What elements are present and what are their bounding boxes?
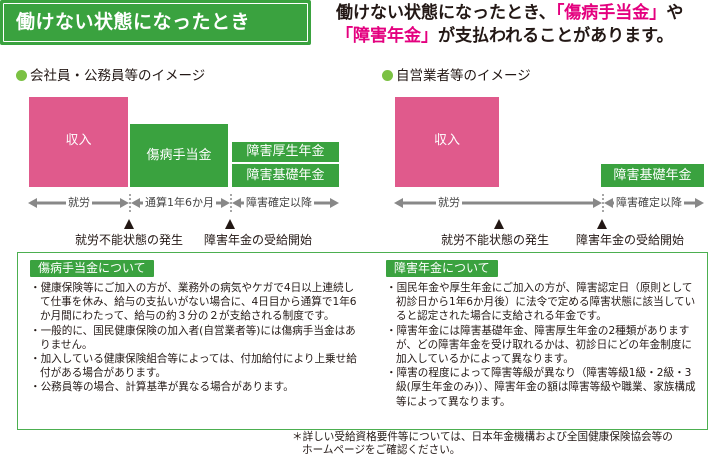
- headline: 働けない状態になったとき、「傷病手当金」や 「障害年金」が支払われることがありま…: [336, 2, 683, 48]
- info-left-bullet: ・健康保険等にご加入の方が、業務外の病気やケガで4日以上連続して仕事を休み、給与…: [30, 282, 357, 323]
- right-income-block: 収入: [395, 97, 499, 187]
- left-section-title-text: 会社員・公務員等のイメージ: [30, 68, 206, 84]
- right-event-2: 障害年金の受給開始: [576, 233, 685, 247]
- headline-red-1: 「傷病手当金」: [555, 3, 667, 23]
- left-pension-label-1: 障害厚生年金: [246, 144, 325, 159]
- headline-red-2: 「障害年金」: [336, 26, 438, 46]
- left-event-marker-1: [124, 219, 134, 229]
- left-seg-work: 就労: [66, 196, 92, 210]
- info-left-bullet: ・公務員等の場合、計算基準が異なる場合があります。: [30, 381, 294, 394]
- left-section-title: 会社員・公務員等のイメージ: [16, 67, 205, 85]
- left-sickness-block: 傷病手当金: [130, 124, 228, 187]
- header-badge-label: 働けない状態になったとき: [3, 3, 308, 42]
- info-right-bullet: ・国民年金や厚生年金にご加入の方が、障害認定日（原則として初診日から1年6か月後…: [386, 282, 696, 323]
- headline-text-3: が支払われることがあります。: [438, 26, 674, 46]
- left-pension-label-2: 障害基礎年金: [246, 168, 325, 183]
- bullet-dot-icon: [16, 70, 27, 81]
- left-event-1: 就労不能状態の発生: [75, 233, 184, 247]
- left-event-2: 障害年金の受給開始: [204, 233, 313, 247]
- left-pension-block-2: 障害基礎年金: [232, 164, 339, 187]
- left-event-marker-2: [225, 219, 235, 229]
- right-section-title: 自営業者等のイメージ: [382, 67, 531, 85]
- info-right-bullets: ・国民年金や厚生年金にご加入の方が、障害認定日（原則として初診日から1年6か月後…: [386, 281, 698, 409]
- footnote: ＊詳しい受給資格要件等については、日本年金機構および全国健康保険協会等の ホーム…: [292, 431, 673, 457]
- left-income-block: 収入: [29, 97, 128, 187]
- right-seg-after: 障害確定以降: [614, 196, 684, 210]
- right-seg-work: 就労: [436, 196, 462, 210]
- info-right-bullet: ・障害年金には障害基礎年金、障害厚生年金の2種類がありますが、どの障害年金を受け…: [386, 324, 692, 366]
- info-left-bullet: ・加入している健康保険組合等によっては、付加給付により上乗せ給付がある場合があり…: [30, 353, 357, 380]
- info-left-bullet: ・一般的に、国民健康保険の加入者(自営業者等)には傷病手当金はありません。: [30, 324, 356, 351]
- right-event-1: 就労不能状態の発生: [441, 233, 550, 247]
- info-left-bullets: ・健康保険等にご加入の方が、業務外の病気やケガで4日以上連続して仕事を休み、給与…: [30, 281, 360, 395]
- header-badge: 働けない状態になったとき: [0, 0, 311, 45]
- right-pension-block: 障害基礎年金: [601, 164, 704, 187]
- right-event-marker-2: [597, 219, 607, 229]
- left-income-label: 収入: [65, 133, 92, 148]
- right-event-marker-1: [494, 219, 504, 229]
- footnote-line-1: ＊詳しい受給資格要件等については、日本年金機構および全国健康保険協会等の: [292, 431, 673, 443]
- info-right-tag: 障害年金について: [386, 260, 498, 277]
- right-section-title-text: 自営業者等のイメージ: [396, 68, 531, 84]
- info-left-tag: 傷病手当金について: [30, 260, 154, 277]
- footnote-line-2: ホームページをご確認ください。: [302, 444, 461, 456]
- left-seg-period: 通算1年6か月: [143, 196, 216, 210]
- right-income-label: 収入: [433, 133, 460, 148]
- right-pension-label: 障害基礎年金: [613, 168, 692, 183]
- left-sickness-label: 傷病手当金: [146, 148, 212, 163]
- headline-text-1: 働けない状態になったとき、: [336, 3, 556, 23]
- left-pension-block-1: 障害厚生年金: [232, 142, 339, 162]
- headline-text-2: や: [666, 3, 684, 23]
- info-box: [17, 252, 708, 430]
- bullet-dot-icon: [382, 70, 393, 81]
- info-right-bullet: ・障害の程度によって障害等級が異なり（障害等級1級・2級・3級(厚生年金のみ)）…: [386, 367, 696, 408]
- left-seg-after: 障害確定以降: [244, 196, 314, 210]
